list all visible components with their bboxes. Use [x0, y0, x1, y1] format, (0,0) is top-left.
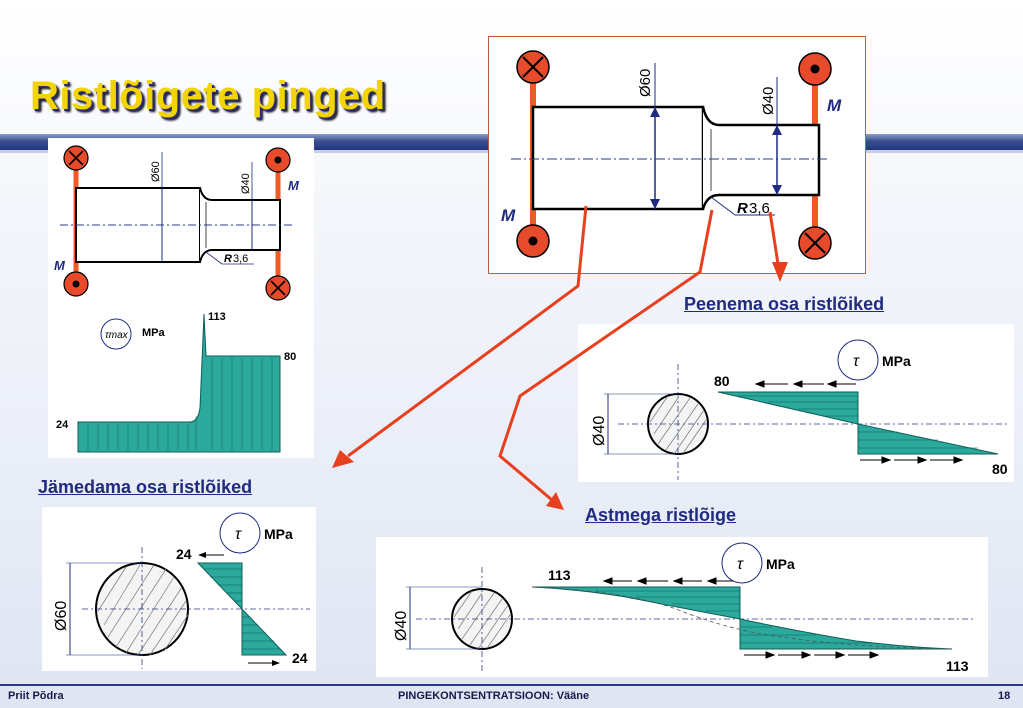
slide-title: Ristlõigete pinged	[30, 74, 386, 118]
caption-thin-section: Peenema osa ristlõiked	[684, 294, 885, 314]
shaft-drawing-large: Ø60 Ø40 R 3,6 M M	[501, 50, 842, 260]
unit-label: MPa	[142, 327, 166, 339]
stress-triangle-bottom	[241, 607, 288, 656]
shaft-thick-part	[531, 105, 705, 211]
shear-arrow-bottom-head	[272, 660, 280, 666]
label-d60: Ø60	[150, 161, 162, 182]
label-d40: Ø40	[393, 611, 410, 641]
unit-label: MPa	[882, 353, 911, 369]
label-d40: Ø40	[240, 173, 252, 194]
cross-symbol-icon	[516, 50, 550, 84]
left-level-value: 24	[56, 419, 69, 431]
moment-label-right: M	[827, 96, 842, 115]
step-section-panel: Ø40 113 113 τ MPa	[376, 537, 988, 677]
tau-badge	[721, 542, 763, 584]
fillet-leader	[205, 251, 223, 265]
stress-triangle-bottom	[857, 423, 999, 455]
tau-label: τ	[853, 353, 860, 370]
dot-symbol-icon	[63, 271, 89, 297]
cross-symbol-icon	[265, 275, 291, 301]
footer-divider	[0, 684, 1023, 686]
unit-label: MPa	[766, 556, 795, 572]
unit-label: MPa	[264, 526, 293, 542]
cross-symbol-icon	[63, 145, 89, 171]
tau-label: τ	[737, 556, 744, 573]
shaft-stress-panel: Ø60 Ø40 R 3,6 M M	[48, 138, 314, 458]
stress-hatching	[87, 358, 273, 450]
tau-badge	[837, 339, 879, 381]
section-hatching	[453, 590, 511, 650]
dot-symbol-icon	[798, 52, 832, 86]
peak-value: 113	[208, 311, 226, 323]
fillet-value: 3,6	[749, 200, 770, 217]
fillet-value: 3,6	[233, 253, 248, 265]
dim-arrow	[772, 125, 782, 135]
dot-symbol-icon	[265, 147, 291, 173]
linear-reference-curve	[531, 586, 953, 650]
shaft-thin-part	[701, 106, 821, 210]
bottom-stress-value: 80	[992, 461, 1008, 477]
thin-section-drawing: Ø40 80 80 τ MPa	[591, 339, 1008, 480]
caption-step-section: Astmega ristlõige	[585, 505, 737, 525]
tau-badge	[219, 512, 261, 554]
top-stress-value: 24	[176, 546, 192, 562]
dim-arrow	[650, 199, 660, 209]
shaft-panel-large: Ø60 Ø40 R 3,6 M M	[488, 36, 866, 274]
thick-section-drawing: Ø60 24 24 τ MPa	[53, 512, 310, 669]
thin-section-panel: Ø40 80 80 τ MPa	[578, 324, 1014, 482]
stress-hatching	[738, 395, 978, 449]
fillet-r-label: R	[737, 200, 748, 217]
stress-triangle-top	[196, 562, 243, 611]
shear-arrows-bottom	[860, 456, 964, 464]
right-level-value: 80	[284, 351, 296, 363]
tau-label: τ	[235, 526, 242, 543]
stress-area-bottom	[739, 618, 953, 650]
fillet-leader	[710, 196, 736, 216]
caption-thick-section: Jämedama osa ristlõiked	[38, 477, 253, 497]
cross-symbol-icon	[798, 226, 832, 260]
top-stress-value: 113	[548, 567, 571, 583]
bottom-stress-value: 113	[946, 658, 969, 674]
shear-arrows-top	[754, 380, 856, 388]
footer-course: PINGEKONTSENTRATSIOON: Vääne	[398, 690, 590, 702]
dot-symbol-icon	[516, 224, 550, 258]
moment-label-left: M	[54, 258, 66, 273]
footer-author: Priit Põdra	[8, 690, 64, 702]
label-d40: Ø40	[760, 87, 777, 115]
page-number: 18	[998, 690, 1011, 702]
shear-arrow-top-head	[198, 552, 206, 558]
dim-arrow	[772, 185, 782, 195]
step-section-drawing: Ø40 113 113 τ MPa	[393, 542, 976, 674]
top-stress-value: 80	[714, 373, 730, 389]
tau-max-label: τmax	[105, 330, 129, 341]
moment-label-left: M	[501, 206, 516, 225]
shear-arrows-bottom	[744, 651, 880, 659]
bottom-stress-value: 24	[292, 650, 308, 666]
section-hatching	[97, 564, 189, 656]
stress-hatching	[596, 590, 876, 644]
stress-triangle-top	[717, 391, 859, 425]
moment-label-right: M	[288, 178, 300, 193]
shaft-stress-drawing: Ø60 Ø40 R 3,6 M M	[54, 145, 300, 453]
stress-hatching	[204, 568, 280, 650]
thick-section-panel: Ø60 24 24 τ MPa	[42, 507, 316, 671]
tau-max-badge	[100, 318, 132, 350]
shear-arrows-top	[602, 577, 736, 585]
label-d60: Ø60	[637, 69, 654, 97]
dim-arrow	[650, 107, 660, 117]
stress-area-top	[531, 586, 741, 620]
stress-distribution	[77, 313, 281, 453]
label-d60: Ø60	[53, 601, 70, 631]
label-d40: Ø40	[591, 416, 608, 446]
fillet-r-label: R	[224, 253, 232, 265]
